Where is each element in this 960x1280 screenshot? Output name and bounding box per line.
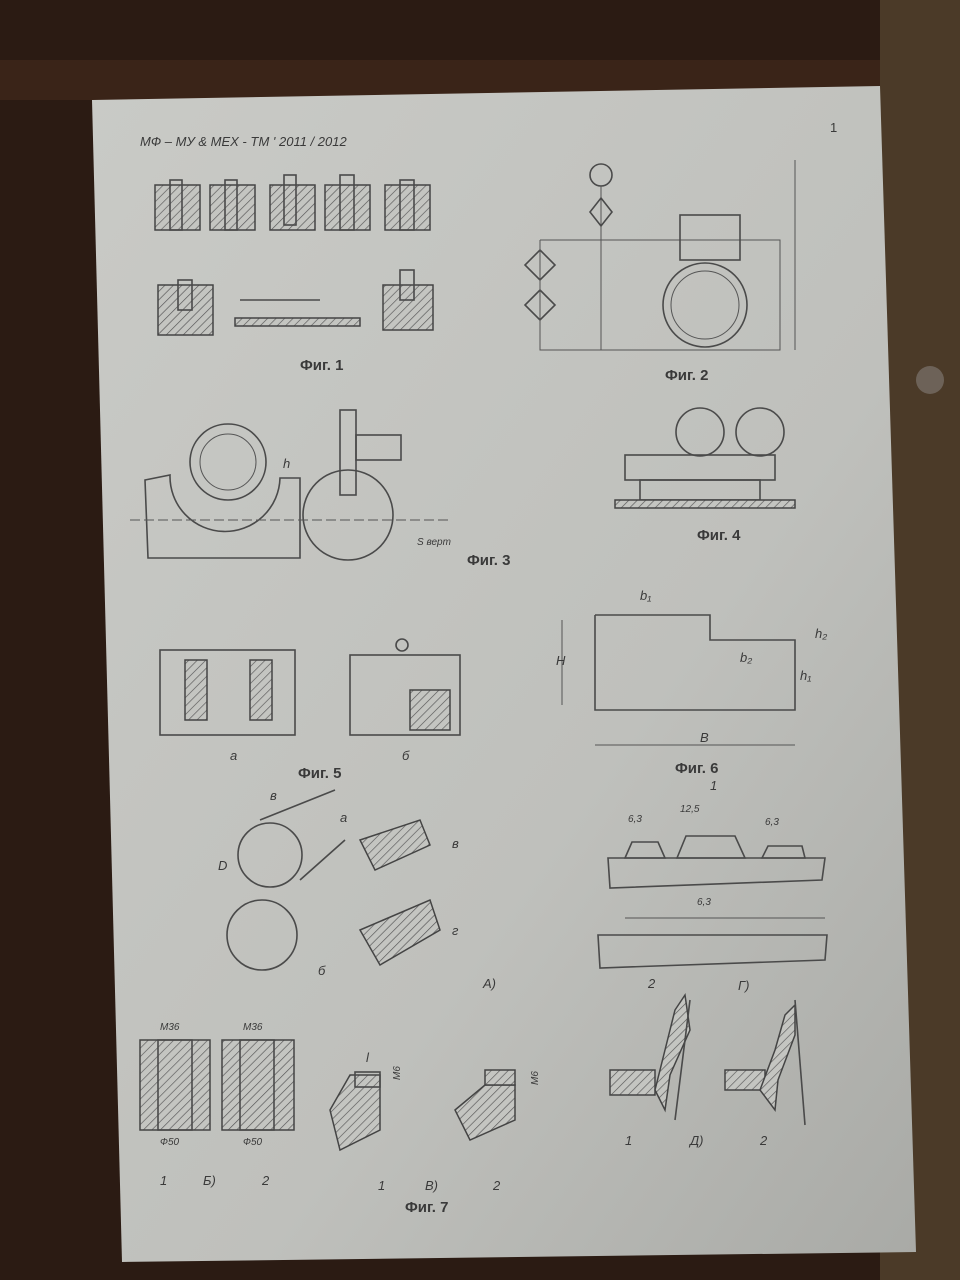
fig7a-b2-label: б bbox=[318, 963, 326, 978]
fig1-caption: Фиг. 1 bbox=[300, 357, 343, 374]
fig7v-item-2: 2 bbox=[492, 1178, 501, 1193]
fig7g-roughness-2: 12,5 bbox=[680, 804, 700, 815]
fig7a-D-label: D bbox=[218, 858, 227, 873]
fig3-feed-label: S верт bbox=[417, 537, 451, 548]
fig4-caption: Фиг. 4 bbox=[697, 527, 741, 544]
fig7a-v-label: в bbox=[452, 836, 459, 851]
fig7d-item-2: 2 bbox=[759, 1133, 768, 1148]
figure-5: а б Фиг. 5 bbox=[159, 638, 461, 782]
fig7a-g-label: г bbox=[452, 923, 459, 938]
fig6-caption: Фиг. 6 bbox=[675, 760, 718, 777]
figure-7-panel-a: в а б в г D А) bbox=[218, 788, 496, 991]
fig7v-label: В) bbox=[425, 1178, 438, 1193]
fig2-caption: Фиг. 2 bbox=[665, 367, 708, 384]
fig7g-roughness-4: 6,3 bbox=[697, 897, 711, 908]
figure-6: b₁ b₂ h₂ h₁ H B Фиг. 6 bbox=[556, 588, 827, 777]
fig7v-thread-1: М6 bbox=[392, 1066, 403, 1080]
fig5-sublabel-b: б bbox=[402, 748, 410, 763]
fig7b-diameter-1: Ф50 bbox=[160, 1137, 180, 1148]
fig7b-item-1: 1 bbox=[160, 1173, 167, 1188]
fig7v-l-label: l bbox=[366, 1050, 370, 1065]
fig6-h2-label: h₂ bbox=[815, 626, 827, 641]
cabinet-knob bbox=[916, 366, 944, 394]
figure-1: Фиг. 1 bbox=[154, 174, 434, 374]
paper-sheet bbox=[92, 86, 916, 1262]
fig6-B-label: B bbox=[700, 730, 709, 745]
fig7g-item-1: 1 bbox=[710, 778, 717, 793]
header-title: МФ – МУ & МЕХ - ТМ ' 2011 / 2012 bbox=[140, 134, 347, 149]
fig7b-diameter-2: Ф50 bbox=[243, 1137, 263, 1148]
figure-7-panel-d: 1 Д) 2 bbox=[609, 992, 806, 1148]
fig7b-label: Б) bbox=[203, 1173, 216, 1188]
fig7d-item-1: 1 bbox=[625, 1133, 632, 1148]
figure-7-panel-g: 1 6,3 12,5 6,3 6,3 2 Г) bbox=[597, 778, 828, 993]
fig7d-label: Д) bbox=[688, 1133, 703, 1148]
fig7g-label: Г) bbox=[738, 978, 749, 993]
fig7-caption: Фиг. 7 bbox=[405, 1199, 448, 1216]
fig5-sublabel-a: а bbox=[230, 748, 237, 763]
fig3-caption: Фиг. 3 bbox=[467, 552, 510, 569]
figure-3: h S верт Фиг. 3 bbox=[130, 409, 510, 569]
fig7v-item-1: 1 bbox=[378, 1178, 385, 1193]
figure-4: Фиг. 4 bbox=[614, 407, 796, 544]
fig6-H-label: H bbox=[556, 653, 566, 668]
fig3-h-label: h bbox=[283, 456, 290, 471]
fig7g-roughness-1: 6,3 bbox=[628, 814, 642, 825]
figure-7-panel-b: М36 М36 Ф50 Ф50 1 Б) 2 bbox=[139, 1022, 295, 1188]
fig6-b2-label: b₂ bbox=[740, 650, 752, 665]
fig7b-thread-2: М36 bbox=[243, 1022, 263, 1033]
figure-7-panel-v: l М6 М6 1 В) 2 Фиг. 7 bbox=[329, 1050, 541, 1216]
fig7v-thread-2: М6 bbox=[530, 1071, 541, 1085]
fig7b-item-2: 2 bbox=[261, 1173, 270, 1188]
fig7a-label: А) bbox=[482, 976, 496, 991]
fig6-h1-label: h₁ bbox=[800, 668, 811, 683]
fig7a-b-label: в bbox=[270, 788, 277, 803]
fig7g-item-2: 2 bbox=[647, 976, 656, 991]
fig7g-roughness-3: 6,3 bbox=[765, 817, 779, 828]
page-number: 1 bbox=[830, 120, 837, 135]
fig5-caption: Фиг. 5 bbox=[298, 765, 341, 782]
figure-2: Фиг. 2 bbox=[523, 160, 796, 384]
fig7b-thread-1: М36 bbox=[160, 1022, 180, 1033]
fig6-b1-label: b₁ bbox=[640, 588, 651, 603]
fig7a-a-label: а bbox=[340, 810, 347, 825]
